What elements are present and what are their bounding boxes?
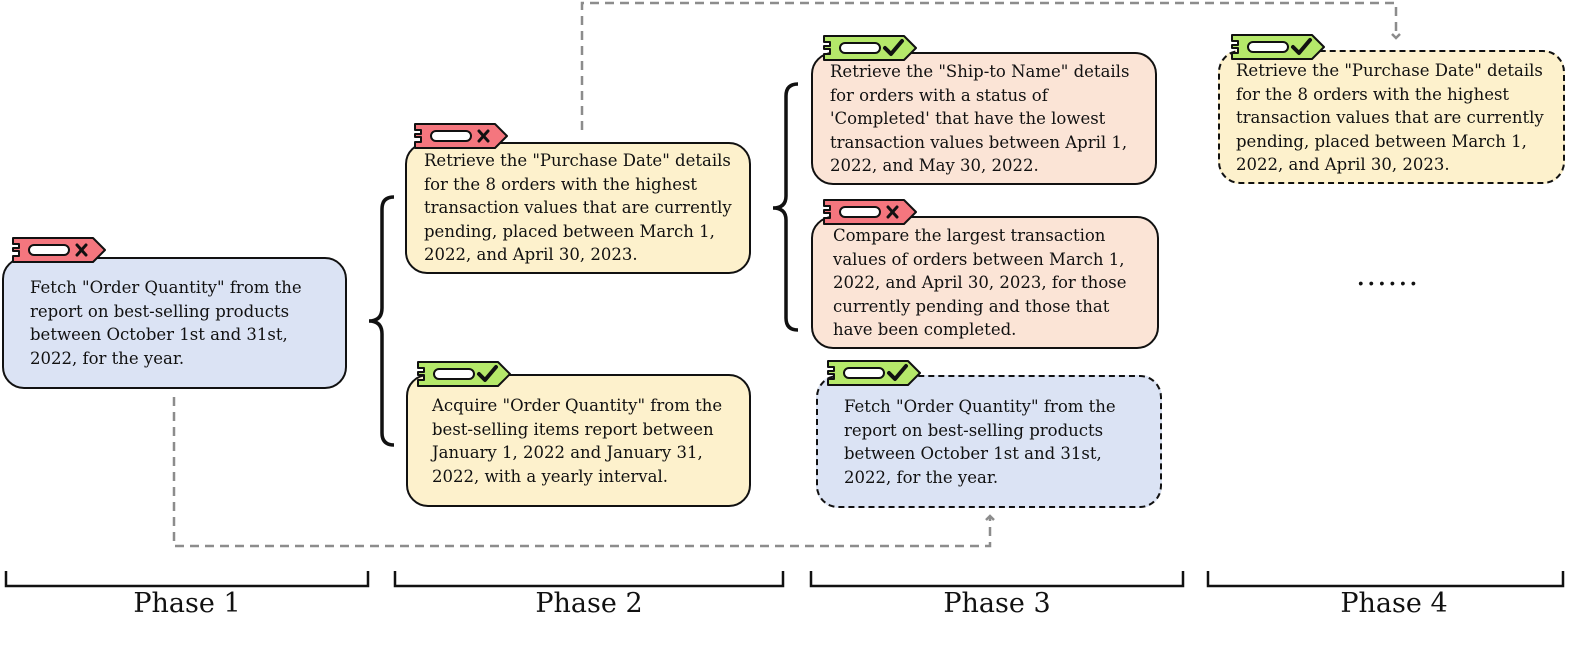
task-node-phase4: Retrieve the "Purchase Date" details for… (1218, 50, 1565, 184)
dashed-connector-phase1-to-phase3 (172, 397, 995, 548)
task-node-text: Retrieve the "Purchase Date" details for… (1236, 61, 1544, 174)
success-check-icon (827, 360, 921, 386)
success-check-icon (1231, 34, 1325, 60)
task-node-text: Fetch "Order Quantity" from the report o… (30, 278, 302, 368)
brace-phase2-to-phase3 (772, 82, 799, 332)
task-node-phase2-top: Retrieve the "Purchase Date" details for… (405, 142, 751, 274)
phase-label-2: Phase 2 (535, 588, 643, 619)
task-node-phase3-bottom: Fetch "Order Quantity" from the report o… (816, 375, 1162, 508)
task-node-phase3-middle: Compare the largest transaction values o… (811, 216, 1159, 349)
task-node-text: Retrieve the "Ship-to Name" details for … (830, 62, 1130, 175)
phase-label-1: Phase 1 (133, 588, 241, 619)
task-node-text: Retrieve the "Purchase Date" details for… (424, 151, 732, 264)
task-node-text: Compare the largest transaction values o… (833, 226, 1127, 339)
phase-bracket-2 (393, 571, 785, 588)
task-node-phase3-top: Retrieve the "Ship-to Name" details for … (811, 52, 1157, 185)
dashed-connector-phase2-to-phase4 (580, 1, 1401, 130)
task-node-phase1: Fetch "Order Quantity" from the report o… (2, 257, 347, 389)
phase-label-4: Phase 4 (1340, 588, 1448, 619)
phase-bracket-1 (4, 571, 370, 588)
phase-bracket-4 (1206, 571, 1565, 588)
fail-x-icon (414, 123, 508, 149)
fail-x-icon (823, 199, 917, 225)
task-node-text: Fetch "Order Quantity" from the report o… (844, 397, 1116, 487)
fail-x-icon (12, 237, 106, 263)
success-check-icon (417, 361, 511, 387)
task-node-phase2-bottom: Acquire "Order Quantity" from the best-s… (406, 374, 751, 507)
brace-phase1-to-phase2 (368, 195, 395, 447)
success-check-icon (823, 35, 917, 61)
task-node-text: Acquire "Order Quantity" from the best-s… (432, 396, 723, 486)
phase-bracket-3 (809, 571, 1185, 588)
ellipsis: ...... (1356, 258, 1420, 293)
phase-label-3: Phase 3 (943, 588, 1051, 619)
